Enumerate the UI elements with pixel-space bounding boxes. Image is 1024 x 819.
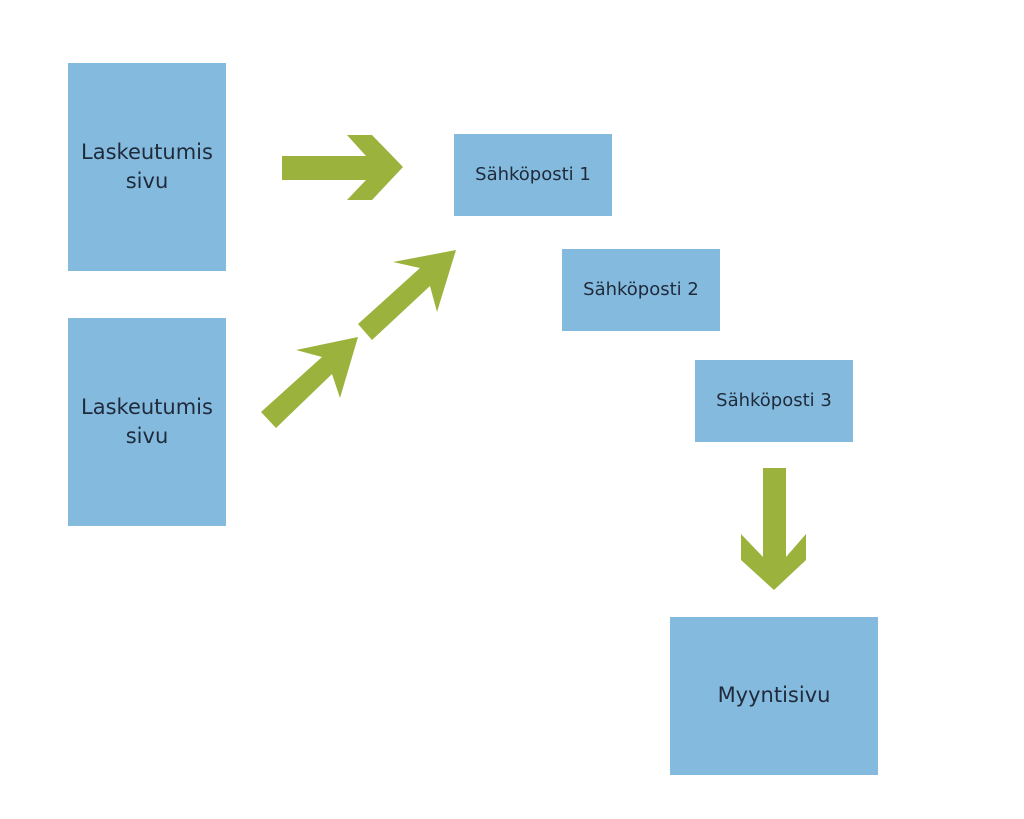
arrow-down-icon (741, 468, 806, 590)
arrow-diagonal-upper-icon (358, 250, 456, 340)
landing-page-1-label: Laskeutumis sivu (81, 139, 213, 193)
email-3-label: Sähköposti 3 (716, 390, 832, 412)
landing-page-box-2: Laskeutumis sivu (68, 318, 226, 526)
sales-page-label: Myyntisivu (717, 683, 831, 708)
email-3-box: Sähköposti 3 (695, 360, 853, 442)
landing-page-box-1: Laskeutumis sivu (68, 63, 226, 271)
email-2-box: Sähköposti 2 (562, 249, 720, 331)
arrow-right-icon (282, 135, 403, 200)
email-1-label: Sähköposti 1 (475, 164, 591, 186)
sales-page-box: Myyntisivu (670, 617, 878, 775)
landing-page-2-label: Laskeutumis sivu (81, 394, 213, 448)
email-2-label: Sähköposti 2 (583, 279, 699, 301)
email-1-box: Sähköposti 1 (454, 134, 612, 216)
arrow-diagonal-lower-icon (261, 337, 358, 428)
